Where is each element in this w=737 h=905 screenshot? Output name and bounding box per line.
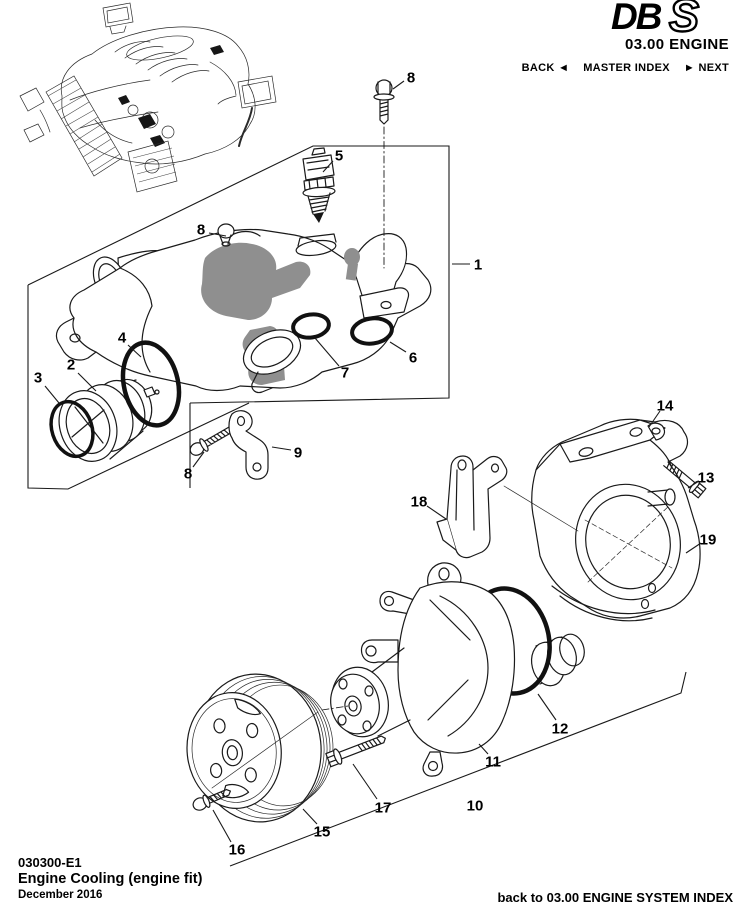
callout-leader-2 — [77, 372, 97, 392]
back-to-index-link[interactable]: back to 03.00 ENGINE SYSTEM INDEX — [497, 890, 733, 905]
callout-leader-7 — [314, 337, 340, 367]
bolt-13-art — [663, 459, 707, 499]
callout-label-8: 8 — [197, 222, 205, 239]
gasket-ring-4 — [120, 340, 182, 428]
callout-leader-9 — [271, 446, 292, 451]
callout-leader-8 — [192, 451, 205, 468]
thermostat-housing-art — [55, 228, 432, 394]
callout-label-5: 5 — [335, 148, 343, 165]
callout-leader-3 — [44, 385, 60, 404]
callout-label-7: 7 — [341, 365, 349, 382]
back-arrow-icon: ◄ — [558, 62, 570, 74]
callout-leader-4 — [127, 344, 142, 358]
o-ring-7 — [291, 312, 331, 340]
o-ring-6 — [350, 316, 394, 346]
callout-leader-14 — [648, 410, 661, 428]
callout-group-box — [27, 145, 450, 490]
callout-label-6: 6 — [409, 350, 417, 367]
callout-label-8: 8 — [407, 70, 415, 87]
callout-leader-11 — [478, 743, 489, 755]
callout-leader-12 — [537, 693, 557, 721]
callout-label-3: 3 — [34, 370, 42, 387]
callout-leader-19 — [685, 542, 702, 554]
callout-label-17: 17 — [375, 800, 392, 817]
nav-back-link[interactable]: BACK ◄ — [521, 62, 570, 74]
callout-label-12: 12 — [552, 721, 569, 738]
seal-ring-3 — [49, 399, 95, 459]
callout-label-14: 14 — [657, 398, 674, 415]
bolt-17-art — [325, 735, 386, 768]
pump-rear-housing-art — [531, 418, 701, 622]
shaft-axis-line — [321, 705, 349, 711]
section-title: 03.00 ENGINE — [624, 36, 729, 53]
callout-leader-10 — [229, 671, 687, 867]
bolt-8-lower-art — [189, 426, 234, 456]
seal-tube-art — [530, 633, 585, 687]
callout-label-13: 13 — [698, 470, 715, 487]
callout-label-19: 19 — [700, 532, 717, 549]
callout-label-11: 11 — [485, 754, 501, 771]
callout-label-15: 15 — [314, 824, 331, 841]
callout-label-9: 9 — [294, 445, 302, 462]
callout-leader-8 — [208, 232, 227, 237]
callout-label-1: 1 — [474, 257, 482, 274]
callout-leader-18 — [426, 505, 447, 520]
next-arrow-icon: ► — [683, 62, 696, 74]
callout-label-16: 16 — [229, 842, 246, 859]
callout-leader-5 — [322, 160, 334, 173]
callout-leader-17 — [352, 763, 378, 800]
bracket-9-art — [228, 410, 269, 480]
callout-label-18: 18 — [411, 494, 428, 511]
bolt-16-art — [192, 788, 231, 811]
figure-date: December 2016 — [18, 889, 103, 901]
logo-db-text: DB — [611, 0, 662, 36]
figure-doc-number: 030300-E1 — [18, 855, 82, 870]
callout-leader-16 — [212, 809, 232, 843]
callout-leader-6 — [389, 341, 407, 353]
callout-leader-13 — [687, 480, 700, 489]
header-nav: BACK ◄ MASTER INDEX ► NEXT — [522, 62, 729, 74]
callout-leader-15 — [302, 808, 318, 825]
logo-s-text: S — [669, 0, 699, 36]
figure-title: Engine Cooling (engine fit) — [18, 871, 203, 887]
callout-label-2: 2 — [67, 357, 75, 374]
bolt-16-axis-line — [211, 711, 319, 789]
bolt-8-mid-art — [217, 223, 235, 247]
nav-master-index-link[interactable]: MASTER INDEX — [583, 62, 670, 74]
bolt-8-top-art — [373, 79, 395, 269]
pulley-art — [186, 673, 334, 823]
callout-label-10: 10 — [467, 798, 484, 815]
water-pump-art — [330, 562, 516, 777]
dbs-logo: DB S — [609, 0, 731, 36]
nav-next-link[interactable]: ► NEXT — [683, 62, 729, 74]
engine-location-thumbnail — [19, 2, 277, 193]
bracket-18-art — [436, 455, 579, 559]
callout-leader-8 — [392, 80, 405, 90]
temperature-sensor-art — [302, 147, 336, 223]
callout-label-4: 4 — [118, 330, 127, 347]
callout-label-8: 8 — [184, 466, 192, 483]
